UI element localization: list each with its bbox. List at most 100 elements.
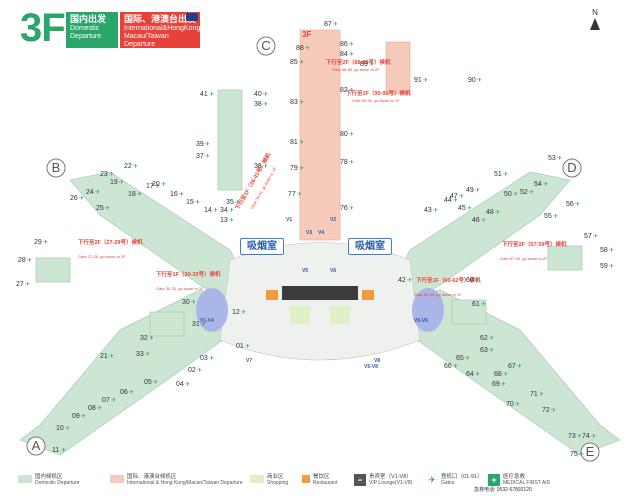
gate-airplane-icon: ✈ bbox=[299, 99, 304, 106]
gate-airplane-icon: ✈ bbox=[305, 45, 310, 52]
vip-zone-left bbox=[196, 288, 228, 332]
gate-airplane-icon: ✈ bbox=[553, 213, 558, 220]
smoking-room-right: 吸烟室 bbox=[348, 238, 392, 255]
gate-airplane-icon: ✈ bbox=[459, 193, 464, 200]
gate-18: 18 bbox=[128, 191, 136, 198]
vip-label-v6: V6 bbox=[330, 268, 336, 274]
vip-label-v1: V1 bbox=[286, 217, 292, 223]
gate-airplane-icon: ✈ bbox=[191, 299, 196, 306]
gate-36: 36 bbox=[254, 163, 262, 170]
gate-30: 30 bbox=[182, 299, 190, 306]
gate-51: 51 bbox=[494, 171, 502, 178]
gate-airplane-icon: ✈ bbox=[481, 301, 486, 308]
gate-note-57-59-en: Gate 57-59, go down to 2F bbox=[500, 256, 548, 261]
gate-airplane-icon: ✈ bbox=[195, 199, 200, 206]
gate-airplane-icon: ✈ bbox=[179, 191, 184, 198]
gate-airplane-icon: ✈ bbox=[95, 189, 100, 196]
north-arrow-icon bbox=[590, 18, 600, 30]
gate-75: 75 bbox=[570, 451, 578, 458]
first-aid-icon: + bbox=[488, 474, 500, 486]
gate-47: 47 bbox=[450, 193, 458, 200]
gate-airplane-icon: ✈ bbox=[229, 207, 234, 214]
pier-label-a: A bbox=[32, 438, 41, 453]
gate-29: 29 bbox=[34, 239, 42, 246]
gate-airplane-icon: ✈ bbox=[155, 183, 160, 190]
gate-61: 61 bbox=[472, 301, 480, 308]
north-label: N bbox=[592, 8, 598, 17]
remote-stand-27-29 bbox=[35, 257, 71, 283]
gate-14: 14 bbox=[204, 207, 212, 214]
domestic-departure-en: Domestic Departure bbox=[70, 25, 102, 40]
gate-07: 07 bbox=[102, 397, 110, 404]
gate-airplane-icon: ✈ bbox=[517, 363, 522, 370]
gate-airplane-icon: ✈ bbox=[475, 277, 480, 284]
gate-airplane-icon: ✈ bbox=[577, 433, 582, 440]
gate-airplane-icon: ✈ bbox=[369, 61, 374, 68]
gate-airplane-icon: ✈ bbox=[333, 21, 338, 28]
gate-09: 09 bbox=[72, 413, 80, 420]
gate-55: 55 bbox=[544, 213, 552, 220]
gate-05: 05 bbox=[144, 379, 152, 386]
gate-12: 12 bbox=[232, 309, 240, 316]
gate-airplane-icon: ✈ bbox=[209, 91, 214, 98]
remote-stand-30-33 bbox=[149, 311, 185, 337]
gate-note-90-91-en: Gate 90-91, go down to 1F bbox=[352, 98, 400, 103]
gate-10: 10 bbox=[56, 425, 64, 432]
gate-airplane-icon: ✈ bbox=[161, 181, 166, 188]
legend-restaurant-swatch bbox=[302, 475, 310, 483]
gate-84: 84 bbox=[340, 51, 348, 58]
gate-02: 02 bbox=[188, 367, 196, 374]
gate-57: 57 bbox=[584, 233, 592, 240]
gate-airplane-icon: ✈ bbox=[133, 163, 138, 170]
gate-airplane-icon: ✈ bbox=[27, 257, 32, 264]
gate-airplane-icon: ✈ bbox=[153, 379, 158, 386]
pier-c-satellite bbox=[385, 41, 411, 95]
gate-74: 74 bbox=[582, 433, 590, 440]
gate-31: 31 bbox=[192, 321, 200, 328]
gate-airplane-icon: ✈ bbox=[609, 247, 614, 254]
gate-note-60-62-en: Gate 60-62, go down to 1F bbox=[414, 292, 462, 297]
gate-20: 20 bbox=[152, 181, 160, 188]
floor-indicator: 3F bbox=[20, 6, 66, 50]
pier-label-d: D bbox=[567, 160, 576, 175]
gate-53: 53 bbox=[548, 155, 556, 162]
gate-60: 60 bbox=[466, 277, 474, 284]
gate-62: 62 bbox=[480, 335, 488, 342]
gate-airplane-icon: ✈ bbox=[529, 189, 534, 196]
airplane-icon: ✈ bbox=[428, 475, 436, 485]
gate-91: 91 bbox=[414, 77, 422, 84]
gate-airplane-icon: ✈ bbox=[349, 87, 354, 94]
international-departure-en: International&HongKong/ Macau/Taiwan Dep… bbox=[124, 25, 203, 48]
gate-85: 85 bbox=[290, 59, 298, 66]
gate-note-88-89-en: Gate 88-89, go down to 2F bbox=[332, 67, 380, 72]
gate-airplane-icon: ✈ bbox=[503, 171, 508, 178]
legend-international-swatch bbox=[110, 475, 124, 483]
gate-airplane-icon: ✈ bbox=[467, 205, 472, 212]
gate-11: 11 bbox=[52, 447, 59, 454]
gate-airplane-icon: ✈ bbox=[433, 207, 438, 214]
gate-42: 42 bbox=[398, 277, 406, 284]
gate-airplane-icon: ✈ bbox=[263, 163, 268, 170]
central-hall bbox=[219, 242, 421, 361]
gate-67: 67 bbox=[508, 363, 516, 370]
gate-note-88-89-zh: 下行至2F（88-89号）候机 bbox=[326, 58, 391, 66]
gate-airplane-icon: ✈ bbox=[453, 197, 458, 204]
security-zone bbox=[282, 286, 358, 300]
remote-stand-60-62 bbox=[451, 299, 487, 325]
legend-shopping-swatch bbox=[250, 475, 264, 483]
gate-airplane-icon: ✈ bbox=[129, 389, 134, 396]
gate-airplane-icon: ✈ bbox=[245, 343, 250, 350]
gate-87: 87 bbox=[324, 21, 332, 28]
emergency-hotline: 急救电话: 0532-67892120 bbox=[474, 487, 532, 493]
legend-gates-zh: 登机口（01-91） bbox=[441, 474, 483, 480]
gate-airplane-icon: ✈ bbox=[79, 195, 84, 202]
gate-86: 86 bbox=[340, 41, 348, 48]
vip-label-v7: V7 bbox=[246, 358, 252, 364]
gate-airplane-icon: ✈ bbox=[543, 181, 548, 188]
gate-airplane-icon: ✈ bbox=[241, 309, 246, 316]
gate-24: 24 bbox=[86, 189, 94, 196]
vip-labels: V1 V2 V3 V4 V5 V6 V7 V8 V1-V4 V5-V8 V5-V… bbox=[200, 217, 428, 370]
gate-airplane-icon: ✈ bbox=[149, 335, 154, 342]
